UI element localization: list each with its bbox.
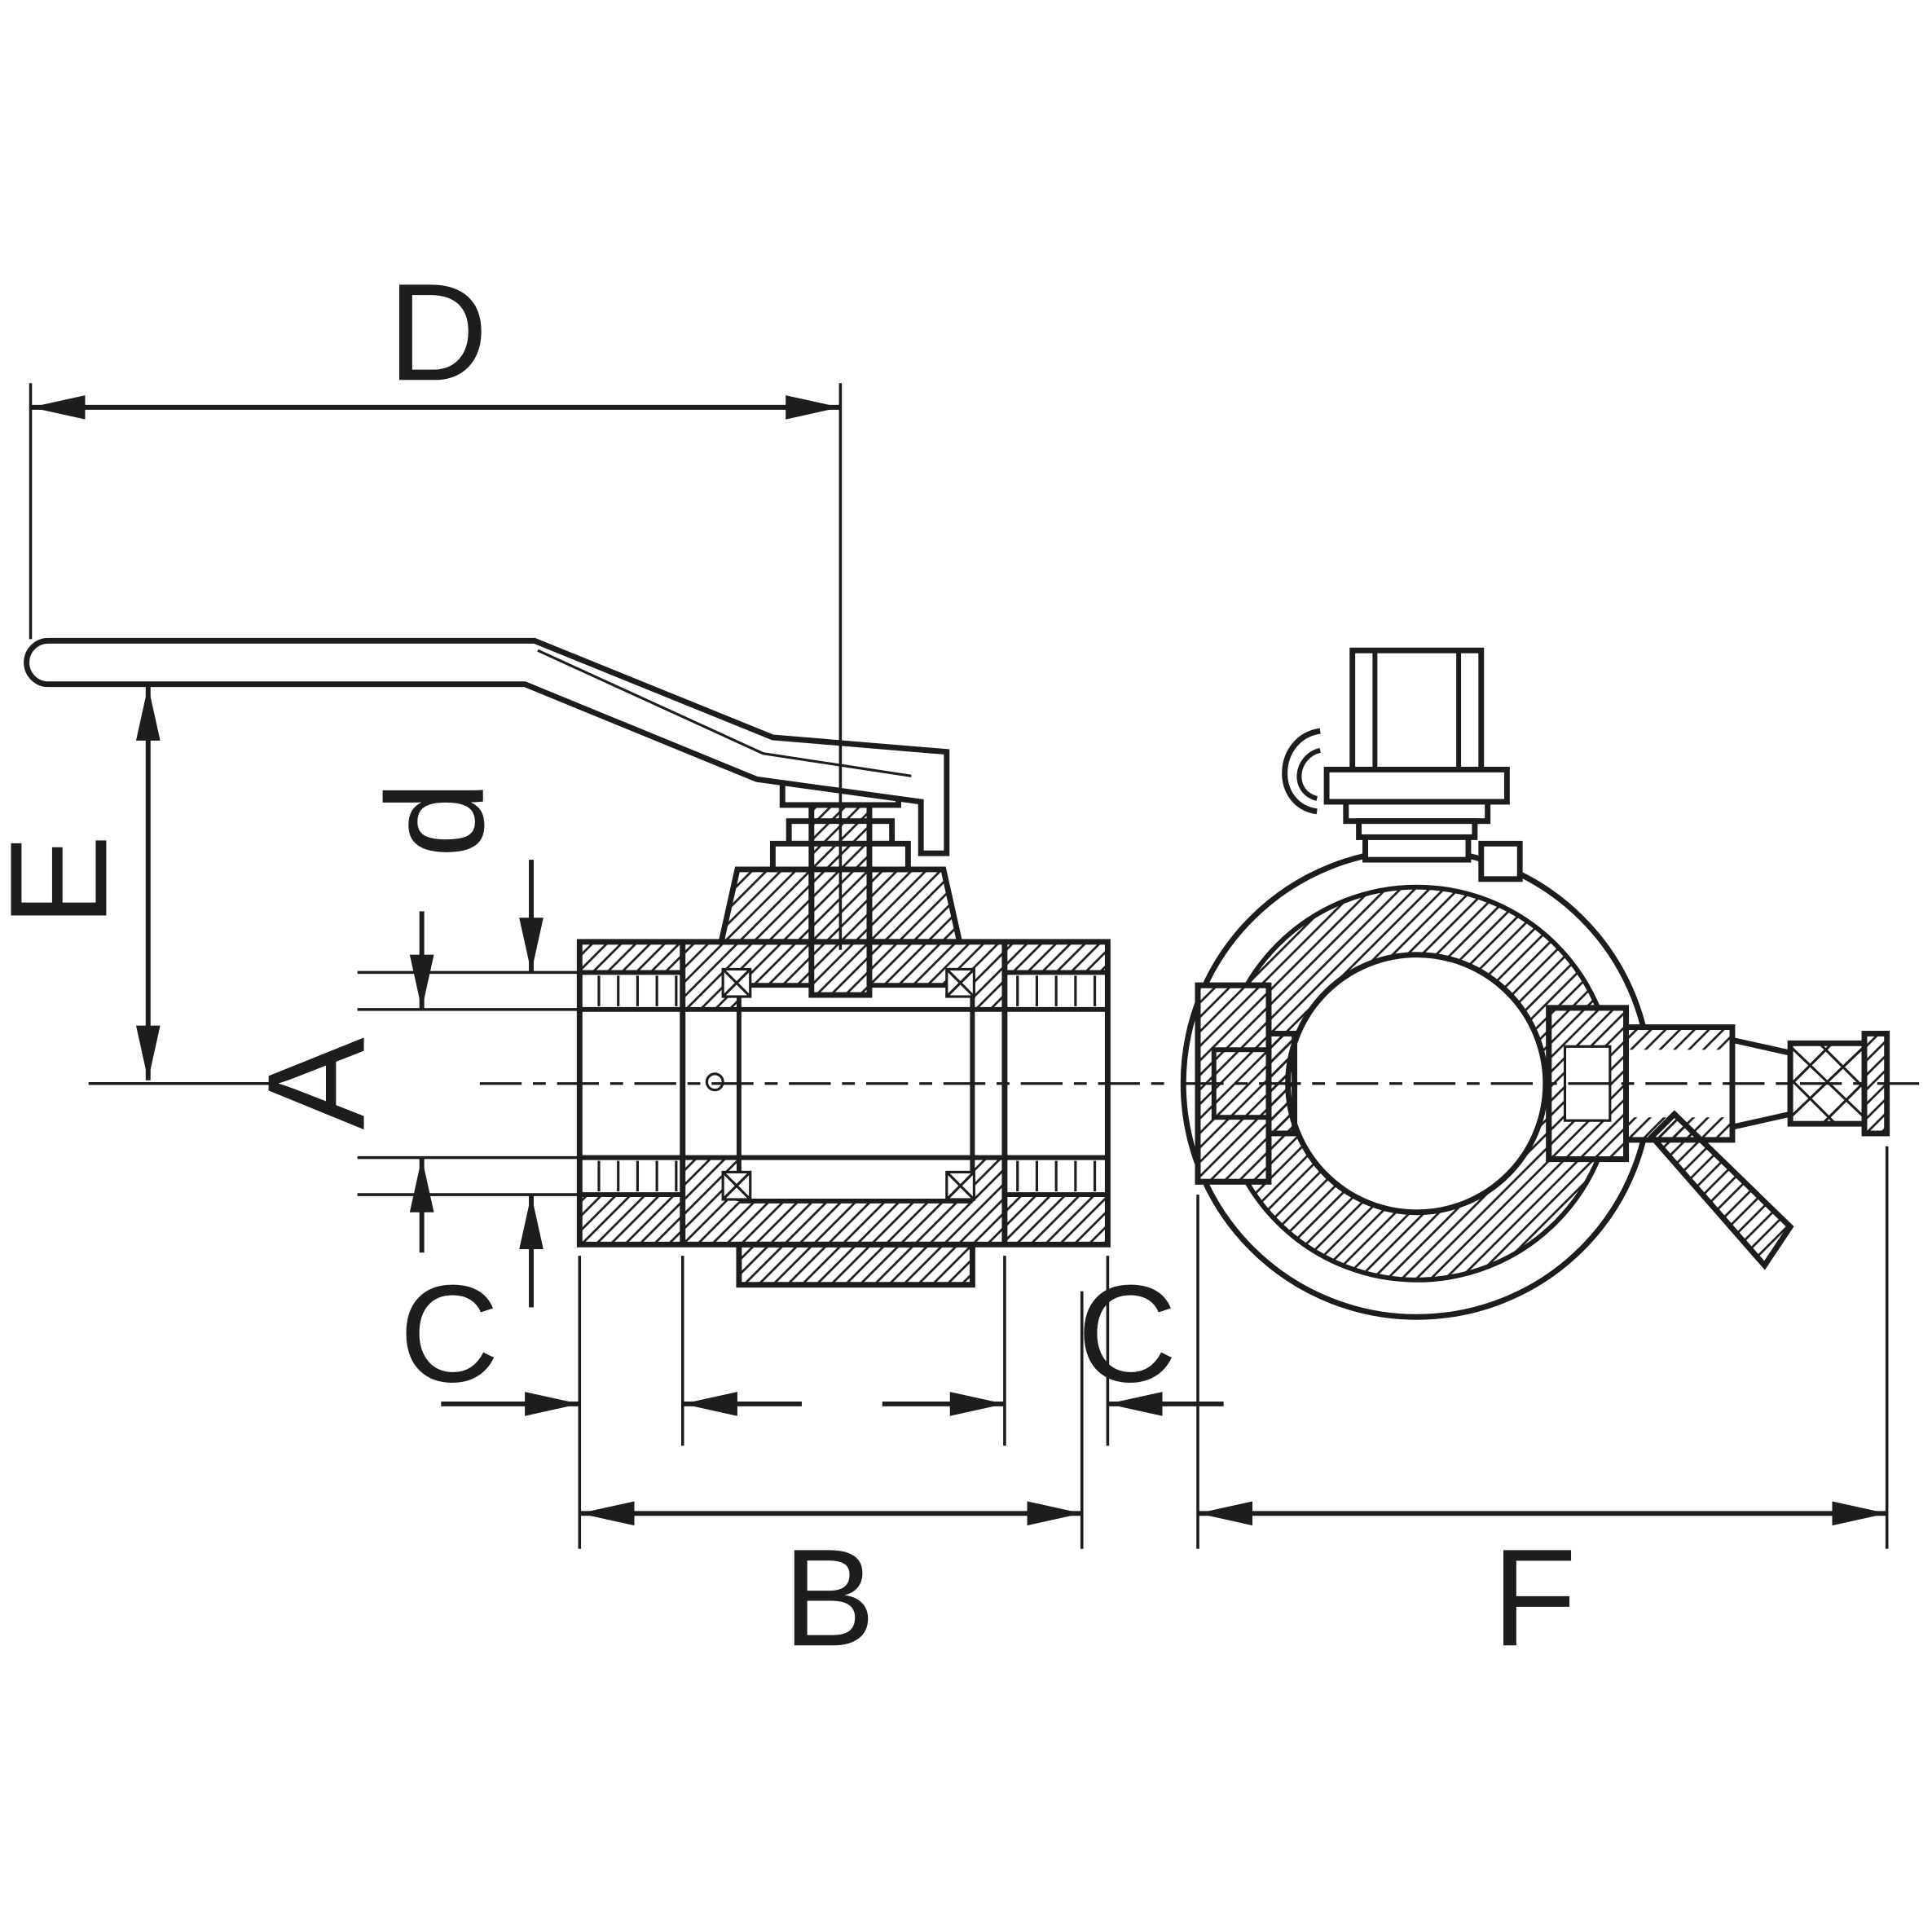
dim-label-F: F <box>1492 1521 1577 1675</box>
stem-end-view <box>1282 647 1523 882</box>
dim-label-C-left: C <box>399 1256 500 1411</box>
end-view <box>1180 647 1890 1320</box>
thread-ticks <box>597 975 1097 1192</box>
dim-label-C-right: C <box>1077 1256 1177 1411</box>
bottom-nut <box>736 1241 975 1288</box>
seat-seals <box>721 967 975 1201</box>
dim-label-d: d <box>359 781 513 857</box>
drain-lever <box>1648 1110 1794 1270</box>
dim-label-B: B <box>783 1521 875 1675</box>
handle-hook-end <box>1282 728 1321 815</box>
dim-label-A: A <box>240 1037 394 1129</box>
lever-handle <box>24 637 950 856</box>
dim-label-D: D <box>388 255 488 410</box>
dimensions: D E d A C C B F <box>0 255 1889 1675</box>
dim-label-E: E <box>0 834 136 926</box>
stop-tab <box>1478 840 1523 882</box>
body-pin-hole <box>705 1072 724 1092</box>
extension-lines <box>29 383 1889 1549</box>
bonnet-left <box>717 866 815 945</box>
side-view <box>24 637 1111 1288</box>
body-section-hatching <box>579 941 1108 1245</box>
lever-handle-edge <box>537 649 912 777</box>
bonnet-right <box>866 866 963 945</box>
bore-lines <box>579 941 1108 1245</box>
